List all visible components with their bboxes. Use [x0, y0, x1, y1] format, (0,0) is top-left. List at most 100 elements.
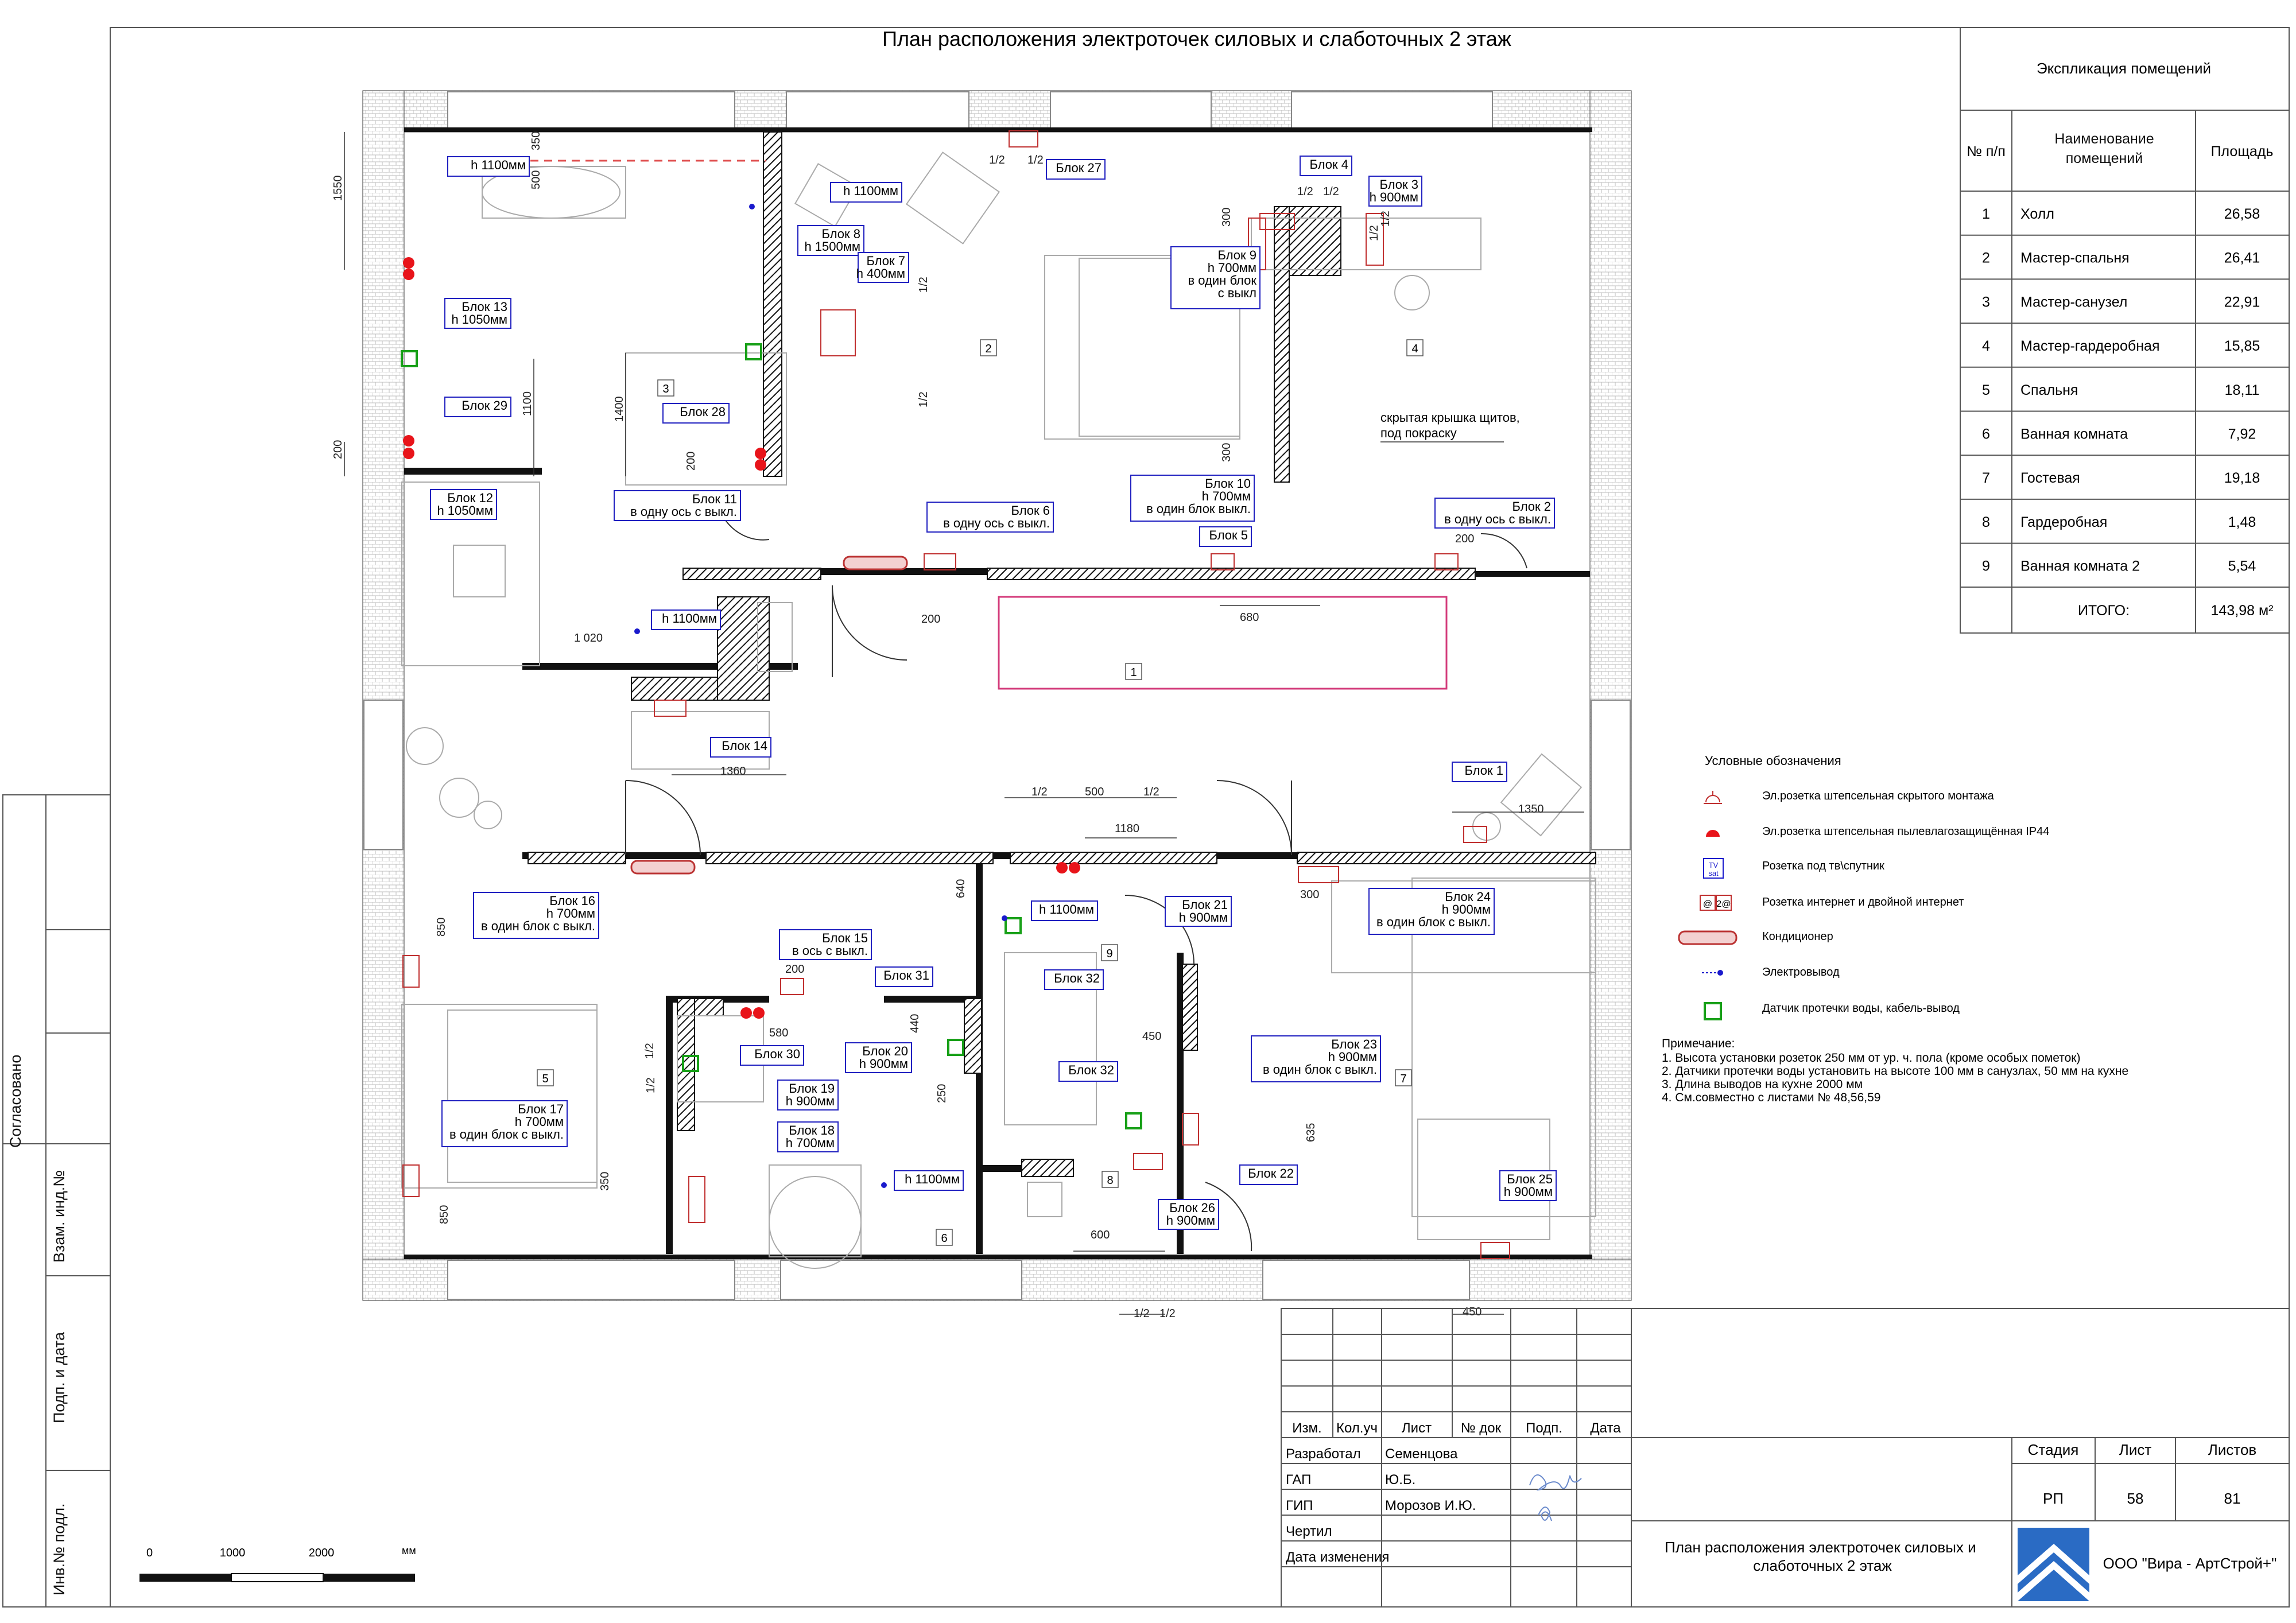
label-line: h 700мм: [786, 1136, 835, 1150]
socket-block-label: Блок 5: [1199, 526, 1252, 547]
label-line: h 1050мм: [451, 312, 507, 327]
label-line: h 900мм: [1504, 1185, 1553, 1199]
tv-socket-glyph-2: sat: [1708, 869, 1719, 877]
stamp-inv-original: Инв.№ подл.: [51, 1503, 68, 1595]
row-area: 22,91: [2224, 294, 2260, 310]
dimension-label: 1360: [720, 765, 746, 778]
row-room-name: Ванная комната 2: [2020, 558, 2140, 574]
socket-block-label: Блок 20h 900мм: [845, 1042, 912, 1073]
label-line: Блок 27: [1056, 161, 1102, 175]
dimension-label: 300: [1220, 443, 1233, 462]
socket-block-label: h 1100мм: [830, 182, 902, 203]
label-line: в один блок: [1188, 273, 1257, 288]
label-line: Блок 20: [862, 1044, 908, 1058]
electric-outlet-icon: [634, 628, 640, 634]
socket-block-label: Блок 32: [1058, 1061, 1118, 1082]
socket-ip44-icon: [403, 257, 414, 269]
socket-icon: [1463, 826, 1487, 843]
socket-block-label: Блок 28: [662, 403, 730, 424]
label-line: Блок 3: [1380, 177, 1418, 192]
socket-icon: [654, 700, 687, 717]
socket-icon: [1182, 1113, 1199, 1146]
socket-icon: [688, 1176, 705, 1223]
socket-ip44-icon: [403, 269, 414, 280]
company-logo: [2018, 1528, 2089, 1601]
socket-block-label: Блок 22: [1239, 1164, 1298, 1185]
title-block-name: Семенцова: [1385, 1446, 1458, 1462]
socket-ip44-icon: [740, 1007, 752, 1019]
label-line: в один блок с выкл.: [1263, 1062, 1377, 1077]
row-area: 26,58: [2224, 206, 2260, 222]
title-block-col-header: Дата: [1590, 1420, 1621, 1436]
company-name: ООО "Вира - АртСтрой+": [2103, 1555, 2277, 1572]
dimension-label: 850: [438, 1205, 451, 1224]
room-number: 4: [1411, 343, 1418, 355]
row-room-name: Гардеробная: [2020, 514, 2107, 530]
socket-block-label: Блок 11в одну ось с выкл.: [614, 490, 741, 521]
label-line: Блок 25: [1507, 1172, 1553, 1186]
row-number: 2: [1982, 250, 1990, 266]
note-line: 4. См.совместно с листами № 48,56,59: [1662, 1091, 1880, 1104]
doors: [625, 516, 1527, 1252]
socket-icon: [1259, 213, 1295, 230]
note-line: 3. Длина выводов на кухне 2000 мм: [1662, 1078, 1863, 1091]
notes: Примечание: 1. Высота установки розеток …: [1662, 1037, 2128, 1104]
socket-ip44-icon: [403, 435, 414, 446]
row-number: 9: [1982, 558, 1990, 574]
socket-block-label: Блок 25h 900мм: [1499, 1170, 1557, 1201]
dimension-label: 1350: [1518, 803, 1544, 816]
title-block-role: Дата изменения: [1286, 1550, 1389, 1565]
row-area: 1,48: [2228, 514, 2256, 530]
label-line: Блок 32: [1054, 971, 1100, 985]
leak-sensors: [401, 343, 1142, 1129]
label-line: Блок 22: [1248, 1166, 1294, 1181]
legend-label: Розетка интернет и двойной интернет: [1762, 896, 1964, 908]
room-number-box: [1102, 1171, 1119, 1188]
sheet-label: Лист: [2119, 1441, 2152, 1458]
socket-block-label: Блок 7h 400мм: [856, 252, 909, 283]
legend-label: Эл.розетка штепсельная скрытого монтажа: [1762, 790, 1995, 802]
page-title: План расположения электроточек силовых и…: [882, 27, 1511, 51]
stage-label: Стадия: [2028, 1441, 2079, 1458]
dimension-label: 200: [785, 963, 804, 976]
legend: Условные обозначения TV sat @ 2@ Эл.розе…: [1678, 754, 2049, 1020]
row-room-name: Мастер-гардеробная: [2020, 338, 2159, 354]
total-label: ИТОГО:: [2078, 603, 2130, 619]
dimension-label: 1/2: [1031, 786, 1048, 798]
leak-sensor-icon: [401, 350, 418, 367]
row-area: 5,54: [2228, 558, 2256, 574]
room-number-box: [657, 379, 674, 397]
stamp-replaced-inv: Взам. инд.№: [51, 1170, 68, 1263]
room-number: 1: [1130, 666, 1137, 679]
socket-block-label: Блок 29: [444, 397, 511, 417]
label-line: h 1100мм: [1039, 902, 1094, 917]
socket-block-label: h 1100мм: [651, 609, 721, 630]
socket-block-label: Блок 14: [710, 737, 771, 758]
dimension-label: 1/2: [1368, 225, 1380, 241]
title-block-role: ГИП: [1286, 1498, 1313, 1513]
svg-text:2@: 2@: [1716, 899, 1731, 909]
room-number: 5: [542, 1073, 548, 1085]
label-line: h 900мм: [1370, 190, 1418, 204]
dimension-label: 1/2: [1134, 1307, 1150, 1320]
label-line: Блок 21: [1182, 898, 1228, 912]
socket-icon: [1133, 1153, 1163, 1170]
title-block-role: ГАП: [1286, 1472, 1311, 1488]
internet-socket-icon-double: [1716, 895, 1732, 911]
outer-wall-right: [1589, 90, 1632, 1301]
row-number: 1: [1982, 206, 1990, 222]
leak-sensor-icon: [947, 1039, 964, 1056]
row-number: 8: [1982, 514, 1990, 530]
label-line: h 1050мм: [437, 503, 493, 518]
dimension-label: 1/2: [1297, 185, 1313, 198]
row-number: 4: [1982, 338, 1990, 354]
row-room-name: Мастер-санузел: [2020, 294, 2127, 310]
row-area: 7,92: [2228, 426, 2256, 442]
dimension-label: 1/2: [1027, 154, 1044, 166]
ip44-sockets: [403, 257, 1080, 1019]
